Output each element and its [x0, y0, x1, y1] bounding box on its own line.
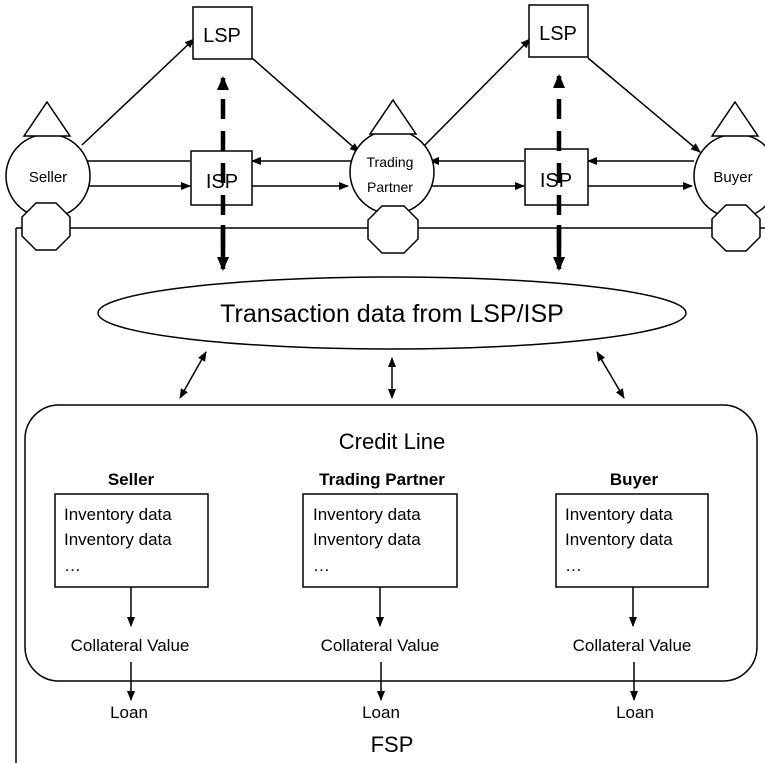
triangle-icon [710, 100, 760, 137]
ellipse-credit-connectors [179, 351, 625, 399]
credit-column-seller: Seller Inventory data Inventory data … C… [54, 470, 209, 722]
loan-label: Loan [362, 703, 400, 722]
lsp-flow-arrows [81, 38, 701, 153]
octagon-icon [367, 205, 419, 254]
isp-box-2: ISP [524, 148, 589, 206]
credit-line-title: Credit Line [339, 429, 445, 454]
inventory-box [54, 493, 209, 588]
isp-label: ISP [540, 170, 572, 192]
triangle-icon [22, 100, 72, 137]
seller-node: Seller [5, 100, 91, 251]
transaction-data-label: Transaction data from LSP/ISP [220, 300, 564, 328]
credit-column-buyer: Buyer Inventory data Inventory data … Co… [555, 470, 709, 722]
collateral-value-label: Collateral Value [71, 636, 190, 655]
seller-node-label: Seller [29, 169, 67, 186]
inventory-box [302, 493, 458, 588]
loan-label: Loan [616, 703, 654, 722]
inventory-line: Inventory data [313, 505, 421, 524]
column-header: Seller [108, 470, 155, 489]
octagon-icon [711, 204, 761, 252]
inventory-ellipsis: … [313, 556, 330, 575]
trading-partner-node: Trading Partner [349, 98, 435, 254]
fsp-label: FSP [371, 732, 414, 757]
inventory-box [555, 493, 709, 588]
lsp-label: LSP [539, 23, 577, 45]
lsp-box-2: LSP [528, 4, 589, 58]
inventory-line: Inventory data [64, 530, 172, 549]
inventory-line: Inventory data [565, 505, 673, 524]
credit-column-trading-partner: Trading Partner Inventory data Inventory… [302, 470, 458, 722]
triangle-icon [368, 98, 418, 135]
collateral-value-label: Collateral Value [573, 636, 692, 655]
inventory-line: Inventory data [313, 530, 421, 549]
inventory-line: Inventory data [565, 530, 673, 549]
column-header: Trading Partner [319, 470, 445, 489]
lsp-box-1: LSP [192, 6, 253, 60]
octagon-icon [21, 202, 71, 251]
inventory-ellipsis: … [64, 556, 81, 575]
buyer-node-label: Buyer [713, 169, 752, 186]
trading-partner-label-line1: Trading [367, 154, 414, 170]
collateral-value-label: Collateral Value [321, 636, 440, 655]
lsp-label: LSP [203, 25, 241, 47]
isp-flow-arrows [70, 157, 694, 190]
inventory-line: Inventory data [64, 505, 172, 524]
column-header: Buyer [610, 470, 659, 489]
inventory-ellipsis: … [565, 556, 582, 575]
data-feed-arrows [217, 74, 565, 271]
loan-label: Loan [110, 703, 148, 722]
buyer-node: Buyer [693, 100, 765, 252]
trading-partner-label-line2: Partner [367, 179, 413, 195]
transaction-data-ellipse: Transaction data from LSP/ISP [97, 276, 687, 350]
